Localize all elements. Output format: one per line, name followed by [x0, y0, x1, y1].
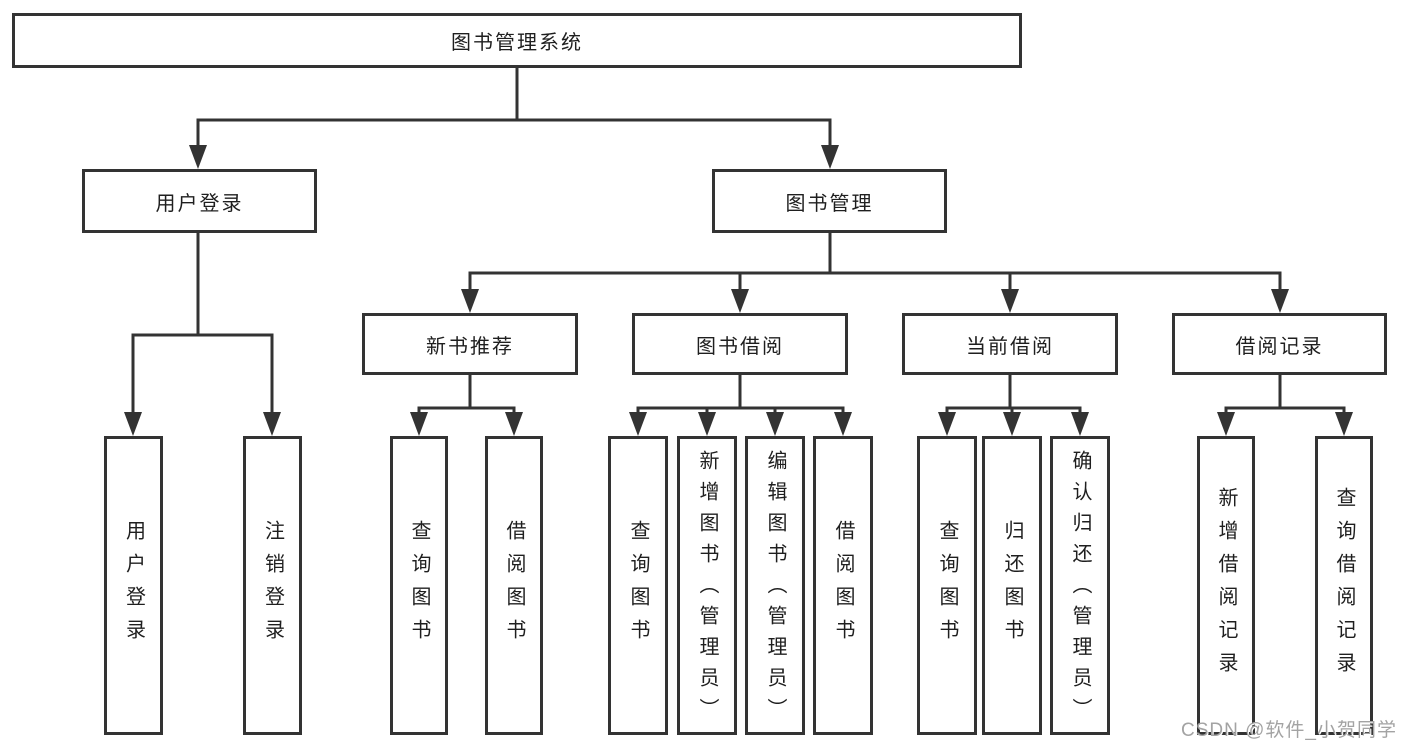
leaf-confirm-return-admin: 确认归还（管理员） — [1050, 436, 1110, 735]
leaf-logout: 注销登录 — [243, 436, 302, 735]
connector-book-management-branch — [461, 231, 1289, 313]
node-label: 当前借阅 — [966, 335, 1054, 358]
node-library-management-system: 图书管理系统 — [12, 13, 1022, 68]
leaf-label: 归还图书 — [1001, 519, 1023, 652]
node-borrowing-records: 借阅记录 — [1172, 313, 1387, 375]
node-new-book-recommend: 新书推荐 — [362, 313, 578, 375]
leaf-label: 确认归还（管理员） — [1069, 450, 1091, 729]
node-current-borrowing: 当前借阅 — [902, 313, 1118, 375]
connector-root-branch — [189, 66, 839, 169]
leaf-search-books-recommend: 查询图书 — [390, 436, 448, 735]
leaf-label: 编辑图书（管理员） — [764, 450, 786, 729]
leaf-label: 查询图书 — [627, 519, 649, 652]
node-label: 新书推荐 — [426, 335, 514, 358]
node-label: 用户登录 — [155, 192, 244, 215]
connector-current-borrowing-branch — [938, 373, 1089, 436]
leaf-borrow-books-borrowing: 借阅图书 — [813, 436, 873, 735]
leaf-borrow-books-recommend: 借阅图书 — [485, 436, 543, 735]
leaf-add-books-admin: 新增图书（管理员） — [677, 436, 737, 735]
node-label: 图书管理 — [785, 192, 874, 215]
leaf-label: 借阅图书 — [503, 519, 525, 652]
leaf-label: 注销登录 — [261, 519, 284, 652]
connector-book-borrowing-branch — [629, 373, 852, 436]
leaf-user-login: 用户登录 — [104, 436, 163, 735]
node-label: 图书管理系统 — [451, 32, 583, 54]
connector-borrowing-records-branch — [1217, 373, 1353, 436]
node-label: 图书借阅 — [696, 335, 784, 358]
leaf-add-borrow-record: 新增借阅记录 — [1197, 436, 1255, 735]
leaf-label: 新增借阅记录 — [1215, 486, 1237, 685]
leaf-label: 查询图书 — [936, 519, 958, 652]
leaf-label: 查询借阅记录 — [1333, 486, 1355, 685]
leaf-edit-books-admin: 编辑图书（管理员） — [745, 436, 805, 735]
connector-user-login-branch — [124, 231, 281, 436]
leaf-return-books: 归还图书 — [982, 436, 1042, 735]
node-book-borrowing: 图书借阅 — [632, 313, 848, 375]
connector-new-book-branch — [410, 373, 523, 436]
node-label: 借阅记录 — [1235, 335, 1324, 358]
leaf-label: 借阅图书 — [832, 519, 854, 652]
csdn-watermark: CSDN @软件_小贺同学 — [1181, 720, 1397, 741]
leaf-search-borrow-record: 查询借阅记录 — [1315, 436, 1373, 735]
leaf-label: 新增图书（管理员） — [696, 450, 718, 729]
leaf-search-books-current: 查询图书 — [917, 436, 977, 735]
leaf-search-books-borrowing: 查询图书 — [608, 436, 668, 735]
leaf-label: 用户登录 — [122, 519, 145, 652]
node-book-management: 图书管理 — [712, 169, 947, 233]
node-user-login: 用户登录 — [82, 169, 317, 233]
leaf-label: 查询图书 — [408, 519, 430, 652]
